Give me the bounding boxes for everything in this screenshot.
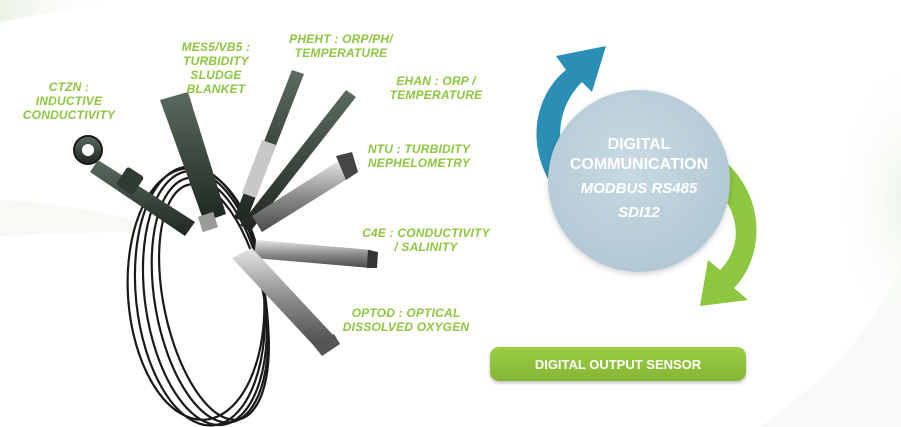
mes5-sensor: [160, 92, 226, 233]
comm-line-communication: COMMUNICATION: [569, 156, 709, 173]
label-optod: OPTOD : OPTICAL DISSOLVED OXYGEN: [342, 306, 470, 334]
ntu-sensor: [252, 152, 358, 232]
comm-line-digital: DIGITAL: [607, 136, 671, 153]
ehan-sensor: [240, 90, 356, 232]
c4e-sensor: [254, 240, 378, 268]
comm-line-modbus: MODBUS RS485: [580, 180, 698, 197]
ctzn-sensor: [73, 135, 195, 236]
label-ntu: NTU : TURBIDITY NEPHELOMETRY: [367, 142, 471, 170]
optod-sensor: [232, 248, 340, 356]
digital-communication-circle: DIGITAL COMMUNICATION MODBUS RS485 SDI12: [548, 90, 730, 272]
green-arrow-icon: [700, 164, 757, 306]
digital-output-sensor-button[interactable]: DIGITAL OUTPUT SENSOR: [490, 347, 746, 381]
label-mes5: MES5/VB5 : TURBIDITY SLUDGE BLANKET: [181, 40, 251, 96]
label-pheht: PHEHT : ORP/PH/ TEMPERATURE: [289, 32, 393, 60]
pheht-sensor: [234, 70, 304, 222]
label-ctzn: CTZN : INDUCTIVE CONDUCTIVITY: [22, 80, 116, 122]
comm-line-sdi12: SDI12: [618, 204, 660, 221]
label-c4e: C4E : CONDUCTIVITY / SALINITY: [362, 226, 490, 254]
label-ehan: EHAN : ORP / TEMPERATURE: [389, 74, 483, 102]
